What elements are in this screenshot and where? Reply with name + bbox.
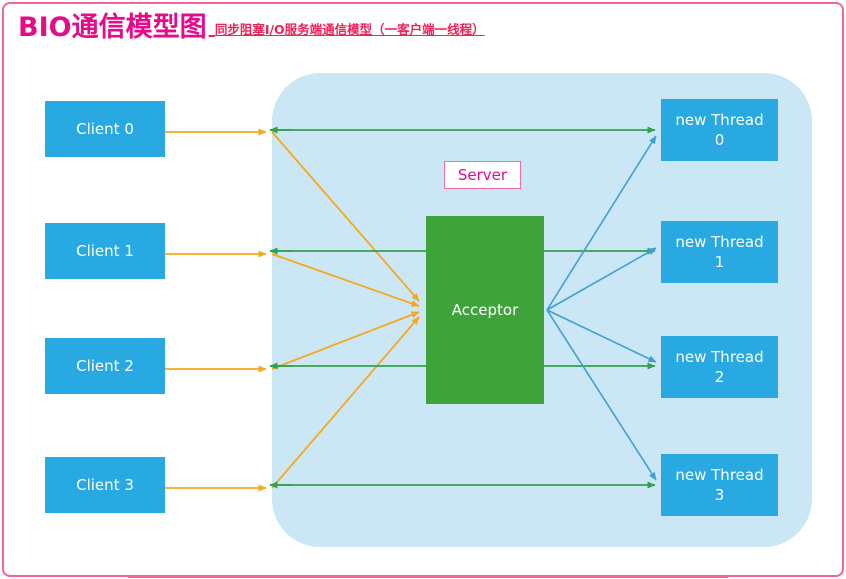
client-box-2: Client 2	[45, 338, 165, 394]
thread-label-line2: 2	[714, 368, 725, 386]
client-box-3: Client 3	[45, 457, 165, 513]
thread-label-line2: 1	[714, 253, 725, 271]
thread-label-line1: new Thread	[675, 347, 764, 366]
title-main: BIO通信模型图	[18, 12, 207, 43]
client-label: Client 2	[76, 357, 134, 375]
acceptor-label: Acceptor	[451, 301, 519, 319]
thread-label-line1: new Thread	[675, 110, 764, 129]
bottom-accent-line	[128, 575, 728, 578]
thread-box-2: new Thread 2	[661, 336, 778, 398]
thread-label-line1: new Thread	[675, 465, 764, 484]
thread-box-0: new Thread 0	[661, 99, 778, 161]
thread-label-line1: new Thread	[675, 232, 764, 251]
diagram-title: BIO通信模型图 _同步阻塞I/O服务端通信模型（一客户端一线程）	[18, 12, 485, 43]
thread-box-1: new Thread 1	[661, 221, 778, 283]
client-label: Client 0	[76, 120, 134, 138]
acceptor-box: Acceptor	[426, 216, 544, 404]
thread-box-3: new Thread 3	[661, 454, 778, 516]
server-label-text: Server	[457, 166, 508, 184]
title-subtitle: _同步阻塞I/O服务端通信模型（一客户端一线程）	[208, 22, 485, 38]
client-label: Client 3	[76, 476, 134, 494]
thread-label-line2: 3	[714, 486, 725, 504]
client-label: Client 1	[76, 242, 134, 260]
client-box-0: Client 0	[45, 101, 165, 157]
server-label: Server	[444, 161, 521, 189]
thread-label-line2: 0	[714, 131, 725, 149]
client-box-1: Client 1	[45, 223, 165, 279]
